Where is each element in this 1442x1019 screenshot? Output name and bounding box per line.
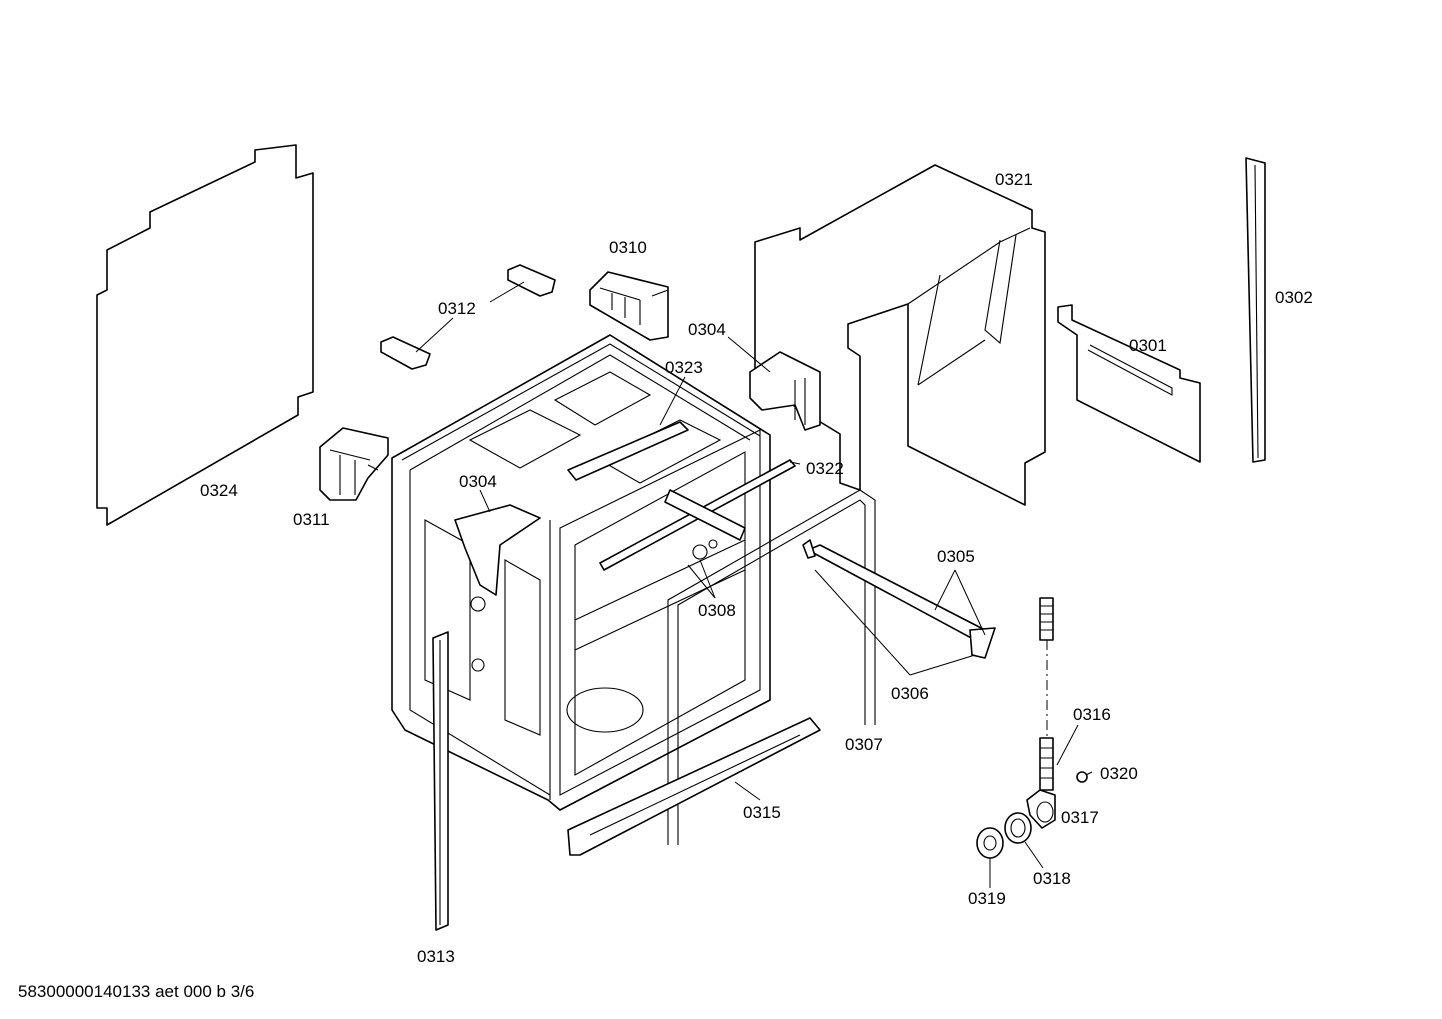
part-0301-plate xyxy=(1057,304,1201,463)
label-0311: 0311 xyxy=(293,510,330,529)
part-0317-elbow xyxy=(1026,789,1056,829)
label-0313: 0313 xyxy=(417,947,455,966)
part-0319-cap xyxy=(976,827,1004,888)
label-0319: 0319 xyxy=(968,889,1006,908)
part-0305-rail xyxy=(802,539,996,676)
label-0305: 0305 xyxy=(937,547,975,566)
label-0320: 0320 xyxy=(1100,764,1138,783)
part-labels: 0301 0302 0304 0304 0305 0306 0307 0308 … xyxy=(200,170,1313,966)
label-0317: 0317 xyxy=(1061,808,1099,827)
label-0322: 0322 xyxy=(806,459,844,478)
label-0316: 0316 xyxy=(1073,705,1111,724)
part-0315-strip xyxy=(567,717,821,856)
label-0323: 0323 xyxy=(665,358,703,377)
label-0308: 0308 xyxy=(698,601,736,620)
label-0321: 0321 xyxy=(995,170,1033,189)
label-0304-right: 0304 xyxy=(688,320,726,339)
part-tub-body xyxy=(391,334,771,811)
label-0315: 0315 xyxy=(743,803,781,822)
label-0312: 0312 xyxy=(438,299,476,318)
label-0318: 0318 xyxy=(1033,869,1071,888)
part-0308-fasteners xyxy=(664,489,746,599)
part-0324-side-panel xyxy=(96,144,314,526)
part-0304-right-clip xyxy=(727,336,821,431)
footer-document-id: 58300000140133 aet 000 b 3/6 xyxy=(18,982,254,1001)
part-0311-clip xyxy=(319,427,389,501)
label-0304-left: 0304 xyxy=(459,472,497,491)
part-0310-clip xyxy=(589,271,669,341)
part-0313-strip xyxy=(432,631,449,931)
label-0302: 0302 xyxy=(1275,288,1313,307)
part-0316-hose xyxy=(1039,597,1079,791)
label-0301: 0301 xyxy=(1129,336,1167,355)
leader-0304-left xyxy=(479,489,491,513)
part-0302-rail xyxy=(1245,157,1266,463)
label-0306: 0306 xyxy=(891,684,929,703)
part-0318-ring xyxy=(1004,812,1044,869)
part-0323-strip xyxy=(567,376,689,481)
label-0307: 0307 xyxy=(845,735,883,754)
part-0304-left-clip xyxy=(454,504,541,672)
part-0321-cover xyxy=(754,164,1046,506)
label-0324: 0324 xyxy=(200,481,238,500)
label-0310: 0310 xyxy=(609,238,647,257)
part-0320-screw xyxy=(1076,771,1093,783)
part-0312-plates xyxy=(380,264,556,370)
